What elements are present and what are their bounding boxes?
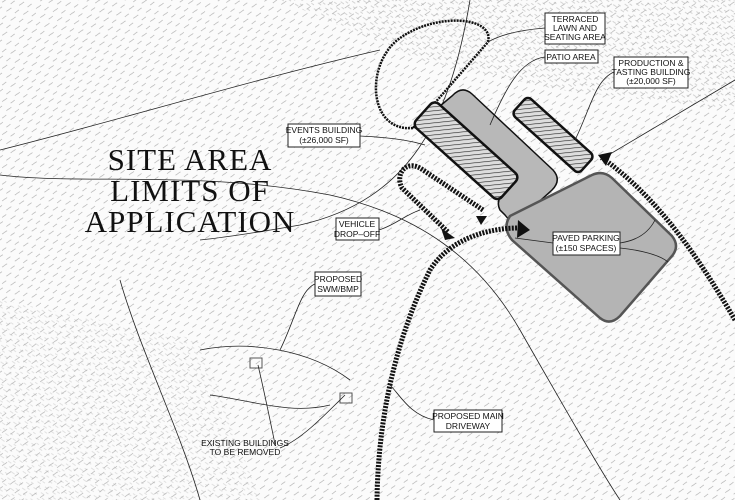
svg-text:EVENTS BUILDING: EVENTS BUILDING <box>286 125 363 135</box>
svg-text:VEHICLE: VEHICLE <box>339 219 376 229</box>
svg-text:PRODUCTION &: PRODUCTION & <box>618 58 684 68</box>
svg-text:PROPOSED MAIN: PROPOSED MAIN <box>432 411 504 421</box>
svg-text:(±20,000 SF): (±20,000 SF) <box>626 76 676 86</box>
svg-text:SEATING AREA: SEATING AREA <box>544 32 606 42</box>
label-drop-off: VEHICLE DROP–OFF <box>334 217 380 241</box>
limit-line <box>199 0 471 241</box>
svg-text:SWM/BMP: SWM/BMP <box>317 284 359 294</box>
label-events: EVENTS BUILDING (±26,000 SF) <box>286 123 363 148</box>
arrow-icon <box>476 216 487 225</box>
terraced-lawn-outline <box>374 19 490 130</box>
svg-text:DRIVEWAY: DRIVEWAY <box>446 421 491 431</box>
label-swm: PROPOSED SWM/BMP <box>314 271 362 297</box>
title-line: SITE AREA <box>108 142 273 177</box>
limit-line <box>0 174 621 500</box>
leader-line <box>487 27 546 43</box>
existing-building <box>339 392 353 404</box>
title-line: APPLICATION <box>85 204 296 239</box>
svg-text:(±150 SPACES): (±150 SPACES) <box>556 243 617 253</box>
title-line: LIMITS OF <box>110 173 270 208</box>
leader-line <box>359 135 426 146</box>
label-terraced-lawn: TERRACED LAWN AND SEATING AREA <box>544 12 606 45</box>
swm-pond <box>249 357 263 369</box>
limit-line <box>119 279 201 500</box>
leader-line <box>489 56 546 126</box>
svg-text:TASTING BUILDING: TASTING BUILDING <box>612 67 691 77</box>
existing-road <box>209 394 331 409</box>
main-driveway <box>374 225 519 500</box>
label-parking: PAVED PARKING (±150 SPACES) <box>552 231 621 256</box>
service-driveway <box>603 157 735 322</box>
events-building <box>413 101 519 201</box>
property-line <box>599 79 735 161</box>
leader-line <box>389 384 435 421</box>
production-building <box>512 96 594 174</box>
svg-text:PROPOSED: PROPOSED <box>314 274 362 284</box>
label-driveway: PROPOSED MAIN DRIVEWAY <box>432 409 504 433</box>
arrow-icon <box>441 228 455 240</box>
arrow-icon <box>517 220 530 238</box>
property-line <box>0 49 381 151</box>
svg-text:PAVED PARKING: PAVED PARKING <box>552 233 620 243</box>
leader-line <box>378 209 421 231</box>
label-production: PRODUCTION & TASTING BUILDING (±20,000 S… <box>612 56 691 89</box>
existing-road <box>199 345 351 381</box>
label-patio: PATIO AREA <box>544 49 599 64</box>
label-existing-buildings: EXISTING BUILDINGS TO BE REMOVED <box>201 438 289 457</box>
leader-line <box>574 71 615 141</box>
svg-text:(±26,000 SF): (±26,000 SF) <box>299 135 349 145</box>
svg-text:TERRACED: TERRACED <box>552 14 599 24</box>
arrow-icon <box>598 152 612 166</box>
svg-text:EXISTING BUILDINGS: EXISTING BUILDINGS <box>201 438 289 448</box>
svg-text:PATIO AREA: PATIO AREA <box>546 52 596 62</box>
svg-text:DROP–OFF: DROP–OFF <box>334 229 380 239</box>
drop-off-loop <box>397 163 485 234</box>
svg-text:LAWN AND: LAWN AND <box>553 23 597 33</box>
svg-text:TO BE REMOVED: TO BE REMOVED <box>210 447 281 457</box>
leader-line <box>514 219 669 263</box>
steep-contours <box>0 300 260 500</box>
leader-line <box>279 283 316 351</box>
leader-line <box>257 364 346 449</box>
